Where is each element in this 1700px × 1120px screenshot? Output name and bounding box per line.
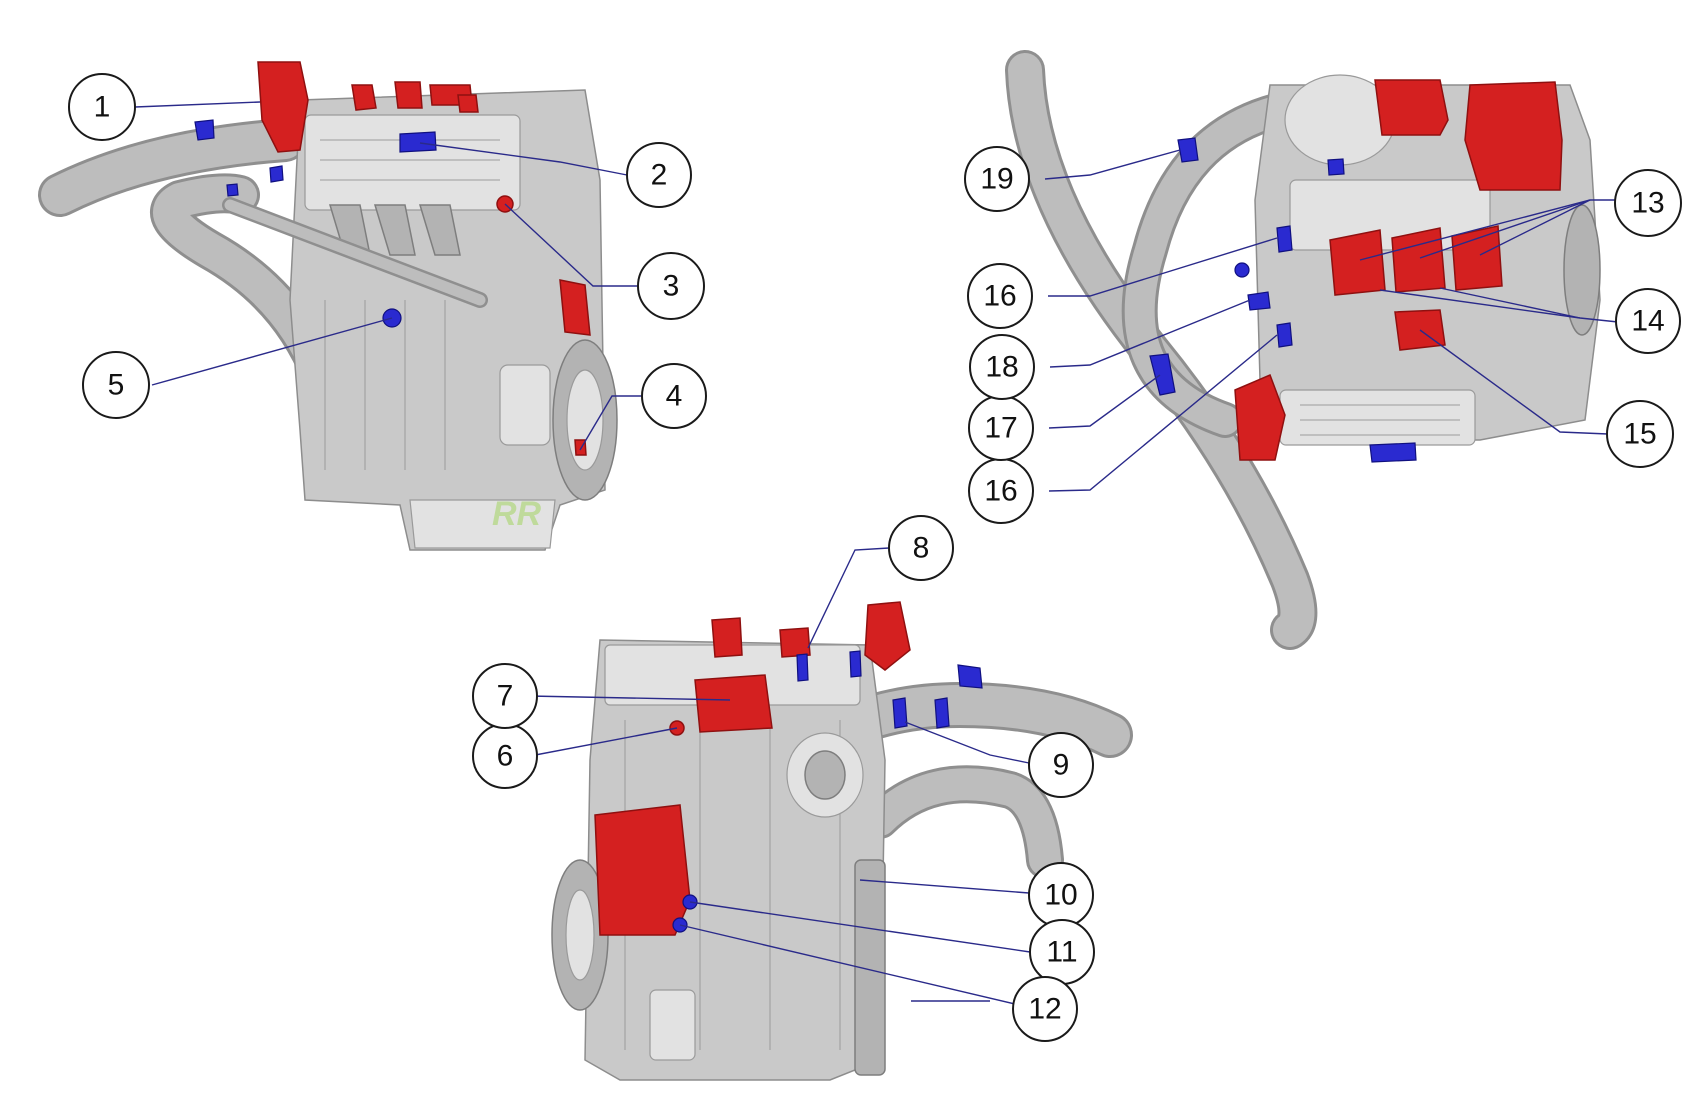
callout-2: 2 (626, 142, 692, 208)
callout-16-upper: 16 (967, 263, 1033, 329)
callout-8: 8 (888, 515, 954, 581)
callout-16-lower: 16 (968, 458, 1034, 524)
svg-text:1: 1 (94, 91, 111, 124)
callout-9: 9 (1028, 732, 1094, 798)
callout-12: 12 (1012, 976, 1078, 1042)
callout-3: 3 (637, 252, 705, 320)
callout-6: 6 (472, 723, 538, 789)
svg-text:18: 18 (985, 351, 1018, 384)
svg-text:16: 16 (984, 475, 1017, 508)
svg-text:4: 4 (666, 380, 683, 413)
svg-text:8: 8 (913, 532, 930, 565)
callout-14: 14 (1615, 288, 1681, 354)
svg-text:5: 5 (108, 369, 125, 402)
svg-text:19: 19 (980, 163, 1013, 196)
watermark-logo: RR (492, 495, 542, 533)
callout-10: 10 (1028, 862, 1094, 928)
callout-7: 7 (472, 663, 538, 729)
svg-text:10: 10 (1044, 879, 1077, 912)
svg-text:6: 6 (497, 740, 514, 773)
callout-4: 4 (641, 363, 707, 429)
svg-text:16: 16 (983, 280, 1016, 313)
engine-view-top (1005, 50, 1601, 650)
red-component-turbo-actuator (257, 61, 309, 153)
engine-view-front (551, 601, 1133, 1081)
svg-text:3: 3 (663, 270, 680, 303)
callout-15: 15 (1606, 400, 1674, 468)
callout-18: 18 (969, 334, 1035, 400)
callout-13: 13 (1614, 169, 1682, 237)
red-component-alternator (594, 804, 691, 936)
callout-17: 17 (968, 395, 1034, 461)
svg-text:13: 13 (1631, 187, 1664, 220)
svg-text:12: 12 (1028, 993, 1061, 1026)
svg-text:17: 17 (984, 412, 1017, 445)
svg-text:15: 15 (1623, 418, 1656, 451)
callout-19: 19 (964, 146, 1030, 212)
callout-11: 11 (1029, 919, 1095, 985)
red-component-wastegate (1374, 79, 1449, 136)
svg-text:2: 2 (651, 159, 668, 192)
svg-text:9: 9 (1053, 749, 1070, 782)
engine-view-left: RR (38, 61, 618, 551)
svg-text:11: 11 (1046, 936, 1077, 969)
leader-lines (134, 101, 1640, 1006)
svg-text:7: 7 (497, 680, 514, 713)
callout-1: 1 (68, 73, 136, 141)
svg-text:14: 14 (1631, 305, 1664, 338)
callout-5: 5 (82, 351, 150, 419)
